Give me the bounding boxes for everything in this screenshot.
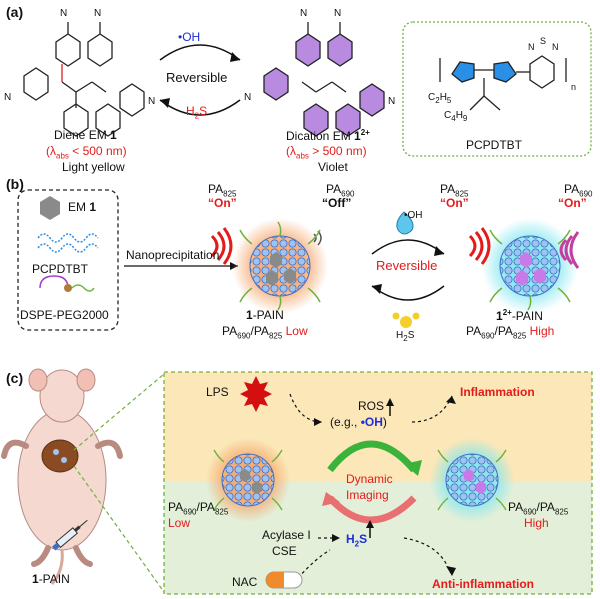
svg-text:N: N bbox=[148, 96, 155, 107]
acylase-label: Acylase I bbox=[262, 528, 311, 542]
pcpdtbt-structure bbox=[439, 55, 567, 111]
polymer-n: n bbox=[571, 82, 577, 92]
diene-lambda: (λabs < 500 nm) bbox=[46, 144, 127, 161]
lps-label: LPS bbox=[206, 385, 229, 399]
diene-color: Light yellow bbox=[62, 160, 125, 174]
callout-box bbox=[163, 371, 593, 595]
right-pa825-label: PA825 bbox=[440, 182, 469, 199]
svg-text:N: N bbox=[388, 96, 395, 107]
dication-color: Violet bbox=[318, 160, 348, 174]
dication-lambda: (λabs > 500 nm) bbox=[286, 144, 367, 161]
svg-text:N: N bbox=[528, 42, 535, 52]
panel-label-b: (b) bbox=[6, 176, 24, 192]
left-pa690-label: PA690 bbox=[326, 182, 355, 199]
left-off-label: “Off” bbox=[322, 196, 352, 210]
left-nanoparticle bbox=[249, 235, 311, 297]
inflammation-label: Inflammation bbox=[460, 385, 535, 399]
diene-name: Diene EM 1 bbox=[54, 128, 117, 142]
left-np-name: 1-PAIN bbox=[246, 308, 284, 322]
svg-text:S: S bbox=[540, 36, 546, 46]
svg-text:N: N bbox=[4, 92, 11, 103]
em1-hexagon-icon bbox=[40, 196, 60, 220]
reversible-cycle-a bbox=[159, 44, 241, 116]
dication-structure bbox=[263, 22, 385, 137]
legend-pcpdtbt: PCPDTBT bbox=[32, 262, 89, 276]
anti-inflammation-label: Anti-inflammation bbox=[432, 577, 534, 591]
cycle-arrow-red bbox=[327, 495, 417, 524]
svg-text:N: N bbox=[60, 8, 67, 19]
svg-text:N: N bbox=[300, 8, 307, 19]
svg-text:N: N bbox=[244, 92, 251, 103]
svg-text:N: N bbox=[94, 8, 101, 19]
h2s-molecule-icon bbox=[400, 316, 412, 328]
panel-label-c: (c) bbox=[6, 370, 24, 386]
legend-dspe: DSPE-PEG2000 bbox=[20, 308, 109, 322]
imaging-label: Imaging bbox=[346, 488, 389, 502]
h2s-label-b: H2S bbox=[396, 330, 415, 343]
legend-em1: EM 1 bbox=[68, 200, 97, 214]
lps-star-icon bbox=[240, 376, 272, 412]
reversible-label-b: Reversible bbox=[376, 258, 438, 273]
left-np-ratio: PA690/PA825 Low bbox=[222, 324, 308, 341]
ros-label: ROS bbox=[358, 399, 385, 413]
oh-label-b: •OH bbox=[404, 210, 423, 221]
panel-label-a: (a) bbox=[6, 4, 24, 20]
left-on-label: “On” bbox=[208, 196, 237, 210]
c4h9-label: C4H9 bbox=[444, 110, 468, 123]
left-laser-825 bbox=[210, 227, 233, 265]
liver-icon bbox=[41, 439, 79, 473]
right-laser-690 bbox=[559, 231, 580, 269]
right-np-name: 12+-PAIN bbox=[496, 308, 543, 323]
right-nanoparticle bbox=[499, 235, 561, 297]
panel-b-graphics bbox=[17, 189, 580, 331]
right-laser-825 bbox=[468, 227, 491, 265]
svg-text:N: N bbox=[552, 42, 559, 52]
oh-droplet-icon bbox=[396, 211, 414, 235]
right-np-ratio: PA690/PA825 High bbox=[466, 324, 555, 341]
dynamic-label: Dynamic bbox=[346, 472, 393, 486]
nanoprecipitation-label: Nanoprecipitation bbox=[126, 248, 220, 262]
cycle-arrow-green bbox=[327, 440, 417, 473]
dication-name: Dication EM 12+ bbox=[286, 128, 370, 143]
right-on-label-690: “On” bbox=[558, 196, 587, 210]
left-pa825-label: PA825 bbox=[208, 182, 237, 199]
mouse-illustration bbox=[1, 368, 123, 585]
reversible-label-a: Reversible bbox=[166, 70, 228, 85]
right-pa690-label: PA690 bbox=[564, 182, 593, 199]
cse-label: CSE bbox=[272, 544, 297, 558]
c2h5-label: C2H5 bbox=[428, 92, 452, 105]
c-left-ratio: PA690/PA825 bbox=[168, 500, 229, 517]
right-on-label-825: “On” bbox=[440, 196, 469, 210]
oh-label-a: •OH bbox=[178, 30, 201, 44]
syringe-icon bbox=[52, 519, 88, 551]
panel-c-graphics bbox=[1, 368, 593, 595]
pcpdtbt-box bbox=[402, 21, 592, 157]
pcpdtbt-label: PCPDTBT bbox=[466, 138, 523, 152]
c-right-level: High bbox=[524, 516, 549, 530]
c-left-level: Low bbox=[168, 516, 191, 530]
diene-structure bbox=[23, 22, 145, 137]
c-right-ratio: PA690/PA825 bbox=[508, 500, 569, 517]
nac-label: NAC bbox=[232, 575, 258, 589]
nac-pill-icon bbox=[265, 571, 303, 589]
dspe-peg-icon bbox=[39, 275, 69, 289]
legend-box bbox=[17, 189, 119, 331]
h2s-label-c: H2S bbox=[346, 532, 368, 549]
svg-text:N: N bbox=[334, 8, 341, 19]
ros-example: (e.g., •OH) bbox=[330, 415, 387, 429]
mouse-injection-label: 1-PAIN bbox=[32, 572, 70, 586]
h2s-label-a: H2S bbox=[186, 104, 208, 121]
pcpdtbt-wave-icon bbox=[37, 233, 99, 243]
